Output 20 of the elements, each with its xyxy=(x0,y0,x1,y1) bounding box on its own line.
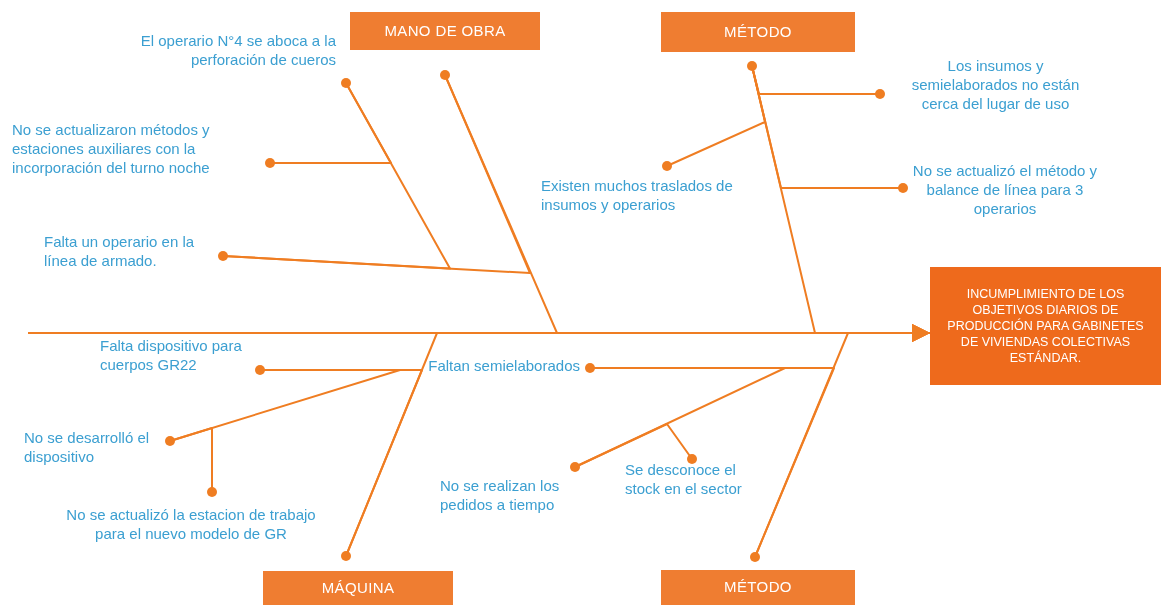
cause-text: No se actualizó el método y balance de línea para 3 operarios xyxy=(910,161,1100,218)
effect-box: INCUMPLIMIENTO DE LOS OBJETIVOS DIARIOS DE PRODUCCIÓN PARA GABINETES DE VIVIENDAS COLECTIVAS ESTÁNDAR. xyxy=(930,267,1161,385)
cause-text: No se actualizaron métodos y estaciones auxiliares con la incorporación del turno noche xyxy=(12,120,264,177)
connector-line xyxy=(570,367,786,472)
cause-text: No se actualizó la estacion de trabajo para el nuevo modelo de GR xyxy=(50,505,332,543)
cause-text: Falta un operario en la línea de armado. xyxy=(44,232,216,270)
cause-text: No se desarrolló el dispositivo xyxy=(24,428,164,466)
cause-text: Falta dispositivo para cuerpos GR22 xyxy=(100,336,255,374)
cause-text: Los insumos y semielaborados no están cerca del lugar de uso xyxy=(893,56,1098,113)
category-box: MÁQUINA xyxy=(263,571,453,605)
connector-line xyxy=(165,369,401,446)
cause-text: Faltan semielaborados xyxy=(420,356,580,375)
category-box: MANO DE OBRA xyxy=(350,12,540,50)
cause-text: Se desconoce el stock en el sector xyxy=(625,460,765,498)
cause-text: Existen muchos traslados de insumos y operarios xyxy=(541,176,761,214)
cause-text: El operario N°4 se aboca a la perforación de cueros xyxy=(128,31,336,69)
category-box: MÉTODO xyxy=(661,12,855,52)
cause-text: No se realizan los pedidos a tiempo xyxy=(440,476,580,514)
arrow xyxy=(750,324,931,562)
category-box: MÉTODO xyxy=(661,570,855,605)
